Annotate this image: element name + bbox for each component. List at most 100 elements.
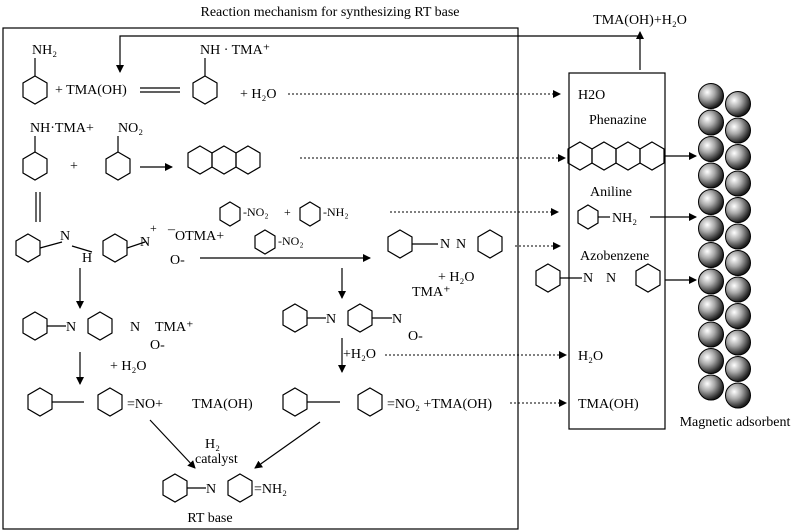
catalyst-label: catalyst bbox=[195, 452, 238, 467]
no-plus-label: =NO+ bbox=[127, 397, 163, 412]
h-atom-label: H bbox=[82, 251, 92, 266]
otma-label: ¯OTMA+ bbox=[167, 229, 224, 244]
vertical-equilibrium-arrows bbox=[35, 192, 41, 222]
adsorbed-phenazine-label: Phenazine bbox=[589, 113, 647, 128]
adsorbed-phenazine-molecule bbox=[567, 141, 665, 171]
nh2-final-label: =NH₂ bbox=[254, 482, 287, 497]
n-atom-label-7: N bbox=[206, 482, 216, 497]
anilide-molecule bbox=[192, 58, 218, 105]
o-minus-label: O- bbox=[170, 253, 185, 268]
plus-sign-2: + bbox=[284, 205, 291, 219]
adsorbed-azobenzene-molecule bbox=[535, 263, 661, 293]
adsorbent-sphere bbox=[698, 215, 724, 242]
n-atom-label-2: N bbox=[140, 235, 150, 250]
adsorbent-sphere bbox=[725, 117, 751, 144]
n-atom-label-5: N bbox=[326, 312, 336, 327]
adsorbed-aniline-molecule bbox=[577, 204, 610, 230]
n-atom-label-6: N bbox=[392, 312, 402, 327]
azo-n-label-2: N bbox=[456, 237, 466, 252]
tma-sup-label-2: TMA⁺ bbox=[412, 285, 451, 300]
h2-label: H₂ bbox=[205, 437, 220, 452]
adsorbed-tmaoh: TMA(OH) bbox=[578, 397, 639, 412]
plus-h2o-label-1: + H₂O bbox=[240, 87, 277, 102]
azo-n-label-1: N bbox=[440, 237, 450, 252]
adsorbent-sphere bbox=[698, 136, 724, 162]
diagram-title: Reaction mechanism for synthesizing RT b… bbox=[200, 5, 459, 20]
rt-base-molecule bbox=[162, 473, 253, 503]
nitrobenzene-no2-label-2: -NO₂ bbox=[278, 234, 304, 248]
n-atom-label-3: N bbox=[66, 320, 76, 335]
no2-label: NO₂ bbox=[118, 121, 143, 136]
adsorbent-sphere bbox=[698, 295, 724, 321]
equilibrium-arrows bbox=[140, 87, 180, 93]
plus-h2o-label-3: + H₂O bbox=[438, 270, 475, 285]
n-atom-label-4: N bbox=[130, 320, 140, 335]
adsorbed-h2o-top: H2O bbox=[578, 88, 605, 103]
adsorbent-sphere bbox=[725, 144, 751, 170]
byproduct-label: TMA(OH)+H₂O bbox=[593, 13, 687, 28]
magnetic-adsorbent-spheres bbox=[698, 83, 751, 409]
no2-tmaoh-label: =NO₂ +TMA(OH) bbox=[387, 397, 492, 412]
o-minus-label-3: O- bbox=[408, 329, 423, 344]
azobenzene-molecule bbox=[387, 229, 503, 259]
aniline-small-nh2-label: -NH₂ bbox=[323, 205, 349, 219]
adsorbent-sphere bbox=[725, 329, 751, 356]
plus-h2o-label-4: +H₂O bbox=[343, 347, 376, 362]
adsorbent-sphere bbox=[725, 197, 751, 223]
quinoid-nitroso-neutral bbox=[27, 387, 123, 417]
phenazine-molecule bbox=[187, 145, 261, 175]
n-atom-label: N bbox=[60, 229, 70, 244]
adsorbent-sphere bbox=[698, 162, 724, 189]
adsorbent-sphere bbox=[725, 91, 751, 117]
converge-arrow-left bbox=[149, 419, 196, 469]
adsorbent-label: Magnetic adsorbent bbox=[680, 415, 791, 430]
adsorbent-sphere bbox=[698, 321, 724, 348]
adsorbent-sphere bbox=[698, 348, 724, 374]
nh-tma-label-2: NH·TMA+ bbox=[30, 121, 94, 136]
adsorbent-sphere bbox=[725, 303, 751, 329]
adsorbent-sphere bbox=[698, 83, 724, 109]
plus-h2o-label-2: + H₂O bbox=[110, 359, 147, 374]
o-minus-label-2: O- bbox=[150, 338, 165, 353]
quinoid-nitroso-molecule bbox=[22, 311, 113, 341]
aniline-nh2-label: NH₂ bbox=[32, 43, 57, 58]
adsorbed-aniline-label: Aniline bbox=[590, 185, 632, 200]
nitrobenzene-molecule bbox=[105, 136, 131, 181]
reaction-box bbox=[2, 27, 519, 530]
adsorbent-sphere bbox=[698, 268, 724, 295]
adsorbed-azo-n1: N bbox=[583, 271, 593, 286]
adsorbed-aniline-nh2: NH₂ bbox=[612, 211, 637, 226]
plus-sign: + bbox=[70, 159, 78, 174]
adsorbent-sphere bbox=[698, 374, 724, 401]
nh-tma-label: NH · TMA⁺ bbox=[200, 43, 270, 58]
quinoid-nitro-molecule bbox=[282, 303, 392, 333]
tmaoh-label-1: TMA(OH) bbox=[192, 397, 253, 412]
tma-sup-label: TMA⁺ bbox=[155, 320, 194, 335]
aniline-molecule bbox=[22, 58, 48, 105]
adsorbent-sphere bbox=[698, 109, 724, 136]
rt-base-label: RT base bbox=[187, 511, 232, 526]
adsorbed-species-box bbox=[568, 72, 666, 430]
recycle-arrow bbox=[116, 35, 641, 73]
adsorbent-sphere bbox=[725, 170, 751, 197]
adsorbent-sphere bbox=[698, 242, 724, 268]
sigma-complex-molecule bbox=[15, 233, 146, 263]
converge-arrow-right bbox=[254, 421, 321, 469]
aniline-small bbox=[299, 201, 321, 227]
adsorbent-sphere bbox=[725, 356, 751, 382]
nitrobenzene-small bbox=[219, 201, 241, 227]
quinoid-nitro-neutral bbox=[282, 387, 383, 417]
adsorbent-sphere bbox=[725, 382, 751, 409]
nitrobenzene-no2-label: -NO₂ bbox=[243, 205, 269, 219]
adsorbent-sphere bbox=[725, 223, 751, 250]
adsorbent-sphere bbox=[698, 189, 724, 215]
adsorbed-azo-n2: N bbox=[606, 271, 616, 286]
nitro-plus-label: + bbox=[150, 221, 157, 235]
adsorbent-sphere bbox=[725, 276, 751, 303]
adsorbent-sphere bbox=[725, 250, 751, 276]
nitrobenzene-small-2 bbox=[254, 229, 276, 255]
adsorbed-h2o-bottom: H₂O bbox=[578, 349, 603, 364]
adsorbed-azobenzene-label: Azobenzene bbox=[580, 249, 649, 264]
anilide-molecule-2 bbox=[22, 136, 48, 181]
